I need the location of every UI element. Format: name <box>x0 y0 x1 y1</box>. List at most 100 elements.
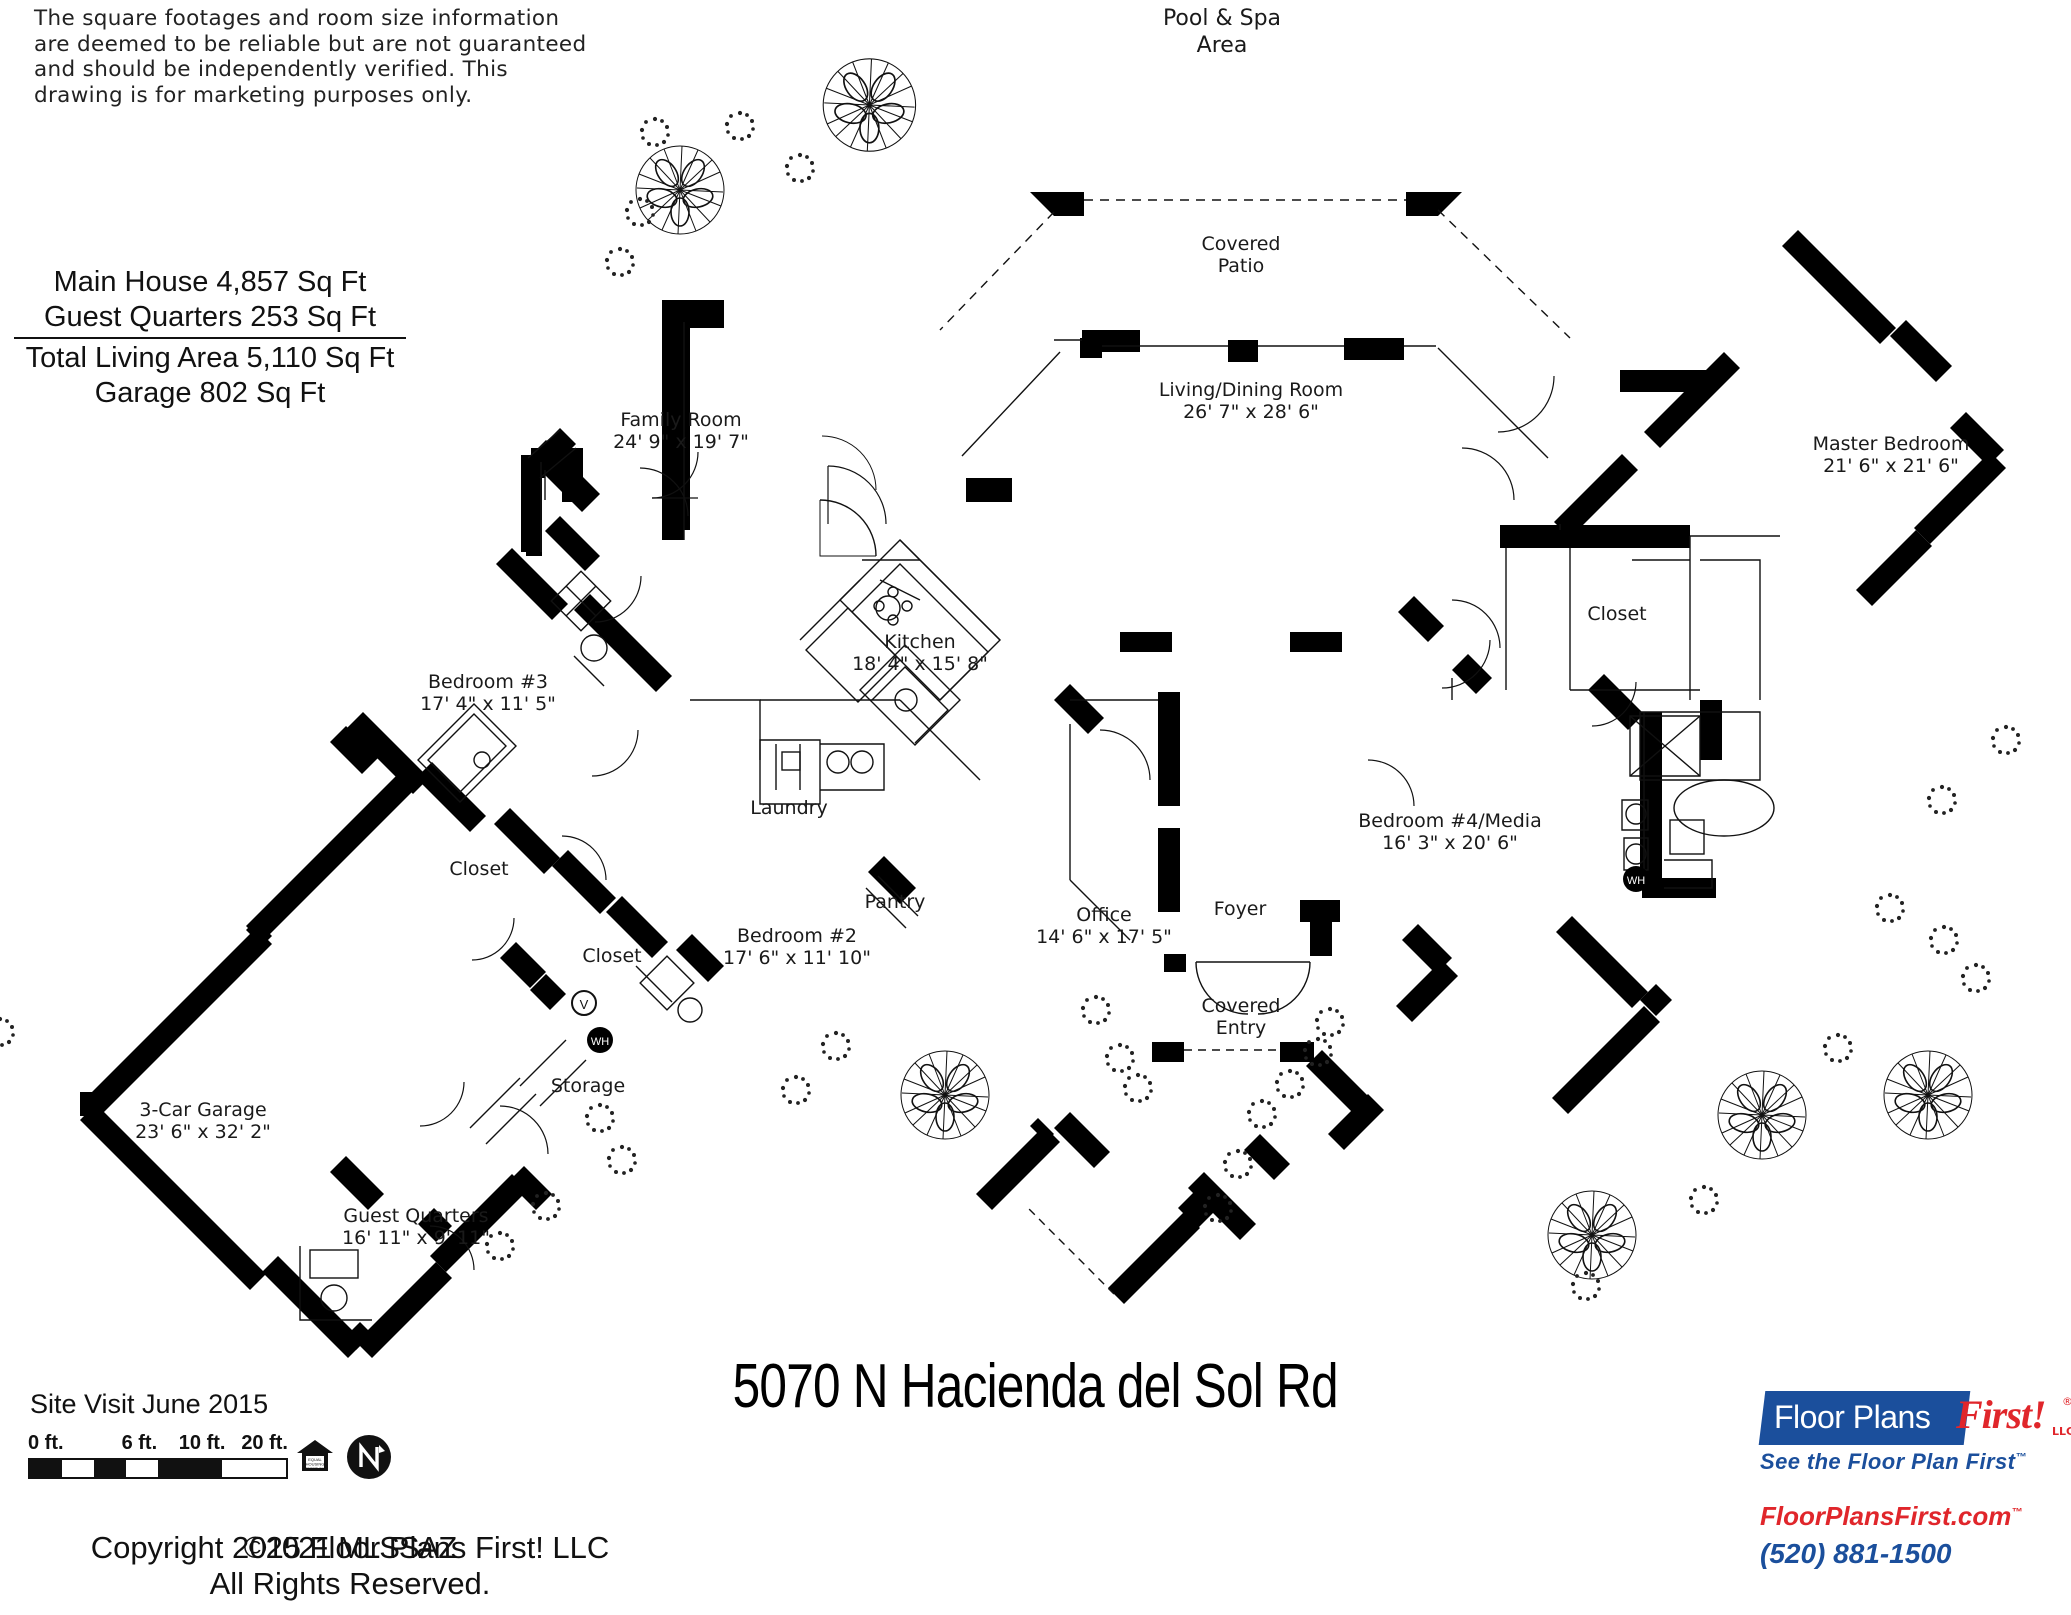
logo-registered-mark: ® <box>2062 1395 2071 1408</box>
wall-poche <box>80 192 2006 1358</box>
room-label-pool_spa-line-0: Pool & Spa <box>1163 6 1281 31</box>
marker-wh-master: WH <box>1623 866 1649 892</box>
copyright-overlay-text: ©2021 MLSSAZ <box>243 1530 457 1565</box>
room-label-master_bedroom-line-1: 21' 6" x 21' 6" <box>1823 455 1959 477</box>
marker-v-label: V <box>580 997 589 1012</box>
logo-phone[interactable]: (520) 881-1500 <box>1760 1538 1952 1569</box>
svg-text:OPPORTUNITY: OPPORTUNITY <box>302 1467 328 1471</box>
disclaimer-line-3: and should be independently verified. Th… <box>34 57 508 82</box>
logo-website-tm: ™ <box>2011 1506 2023 1519</box>
page-title: 5070 N Hacienda del Sol Rd <box>0 1351 2071 1422</box>
scale-bar: 0 ft. 6 ft. 10 ft. 20 ft. <box>28 1432 288 1479</box>
scale-tick-1: 6 ft. <box>121 1432 158 1454</box>
logo-wordmark: Floor Plans First! ® LLC <box>1758 1385 2071 1451</box>
north-arrow-icon <box>347 1435 391 1479</box>
room-label-foyer-line-0: Foyer <box>1214 898 1267 920</box>
room-label-storage-line-0: Storage <box>551 1075 625 1097</box>
room-label-bedroom_2-line-1: 17' 6" x 11' 10" <box>723 947 871 969</box>
room-label-master_closet: Closet <box>1587 603 1646 625</box>
logo-brand-part1: Floor Plans <box>1774 1399 1931 1435</box>
logo-llc-mark: LLC <box>2052 1425 2071 1438</box>
room-label-family_room-line-0: Family Room <box>620 409 741 431</box>
logo-brand-part2: First! <box>1956 1392 2047 1437</box>
summary-garage: Garage 802 Sq Ft <box>94 377 326 409</box>
logo-tagline-text: See the Floor Plan First <box>1760 1449 2016 1474</box>
logo-tagline-tm: ™ <box>2015 1451 2027 1464</box>
room-label-bedroom_3-line-1: 17' 4" x 11' 5" <box>420 693 556 715</box>
disclaimer-text: The square footages and room size inform… <box>34 6 587 108</box>
site-visit-date: Site Visit June 2015 <box>30 1389 269 1419</box>
room-label-living_dining-line-1: 26' 7" x 28' 6" <box>1183 401 1319 423</box>
room-label-bedroom3_closet-line-0: Closet <box>449 858 508 880</box>
scale-tick-2: 10 ft. <box>178 1432 226 1454</box>
scale-tick-3: 20 ft. <box>241 1432 288 1454</box>
room-label-covered_entry-line-0: Covered <box>1202 995 1281 1017</box>
room-label-bedroom_2: Bedroom #217' 6" x 11' 10" <box>723 925 871 969</box>
disclaimer-line-4: drawing is for marketing purposes only. <box>34 82 473 108</box>
room-label-pantry: Pantry <box>865 891 926 913</box>
logo-tagline: See the Floor Plan First™ <box>1760 1449 2060 1475</box>
disclaimer-line-2: are deemed to be reliable but are not gu… <box>34 31 587 57</box>
marker-wh-hall: WH <box>587 1027 613 1053</box>
logo-website[interactable]: FloorPlansFirst.com™ <box>1760 1501 2060 1532</box>
room-label-bedroom3_closet: Closet <box>449 858 508 880</box>
svg-text:HOUSING: HOUSING <box>306 1462 325 1467</box>
room-label-bedroom_3-line-0: Bedroom #3 <box>428 671 548 693</box>
room-label-office-line-0: Office <box>1076 904 1131 926</box>
room-label-storage: Storage <box>551 1075 625 1097</box>
scale-tick-0: 0 ft. <box>28 1432 64 1454</box>
summary-main-house: Main House 4,857 Sq Ft <box>53 266 367 298</box>
room-label-guest_quarters-line-1: 16' 11" x 9' 11" <box>342 1227 490 1249</box>
room-labels: Pool & SpaAreaCoveredPatioLiving/Dining … <box>135 6 1969 1249</box>
summary-divider <box>14 337 406 339</box>
copyright-line-2: All Rights Reserved. <box>209 1566 491 1601</box>
room-label-garage-line-0: 3-Car Garage <box>139 1099 266 1121</box>
disclaimer-line-1: The square footages and room size inform… <box>34 6 560 31</box>
marker-wh-label: WH <box>1627 875 1645 887</box>
room-label-family_room-line-1: 24' 9" x 19' 7" <box>613 431 749 453</box>
room-label-pool_spa-line-1: Area <box>1197 33 1248 58</box>
marker-v-hall: V <box>571 990 597 1016</box>
interior-linework <box>299 199 1780 1321</box>
room-label-office-line-1: 14' 6" x 17' 5" <box>1036 926 1172 948</box>
room-label-master_bedroom-line-0: Master Bedroom <box>1813 433 1970 455</box>
marker-wh2-label: WH <box>591 1036 609 1048</box>
room-label-living_dining-line-0: Living/Dining Room <box>1159 379 1343 401</box>
room-label-covered_entry-line-1: Entry <box>1216 1017 1267 1039</box>
room-label-covered_patio-line-0: Covered <box>1202 233 1281 255</box>
room-label-covered_patio-line-1: Patio <box>1218 255 1265 277</box>
equal-housing-opportunity-icon: EQUAL HOUSING OPPORTUNITY <box>297 1440 333 1471</box>
room-label-pantry-line-0: Pantry <box>865 891 926 913</box>
room-label-master_closet-line-0: Closet <box>1587 603 1646 625</box>
room-label-bedroom_4-line-0: Bedroom #4/Media <box>1358 810 1541 832</box>
room-label-bedroom2_closet: Closet <box>582 945 641 967</box>
door-swings <box>419 375 1637 1271</box>
room-label-bedroom_2-line-0: Bedroom #2 <box>737 925 857 947</box>
summary-total-living-area: Total Living Area 5,110 Sq Ft <box>25 342 395 374</box>
svg-text:EQUAL: EQUAL <box>308 1457 322 1462</box>
room-label-bedroom_4-line-1: 16' 3" x 20' 6" <box>1382 832 1518 854</box>
floor-plans-first-logo[interactable]: Floor Plans First! ® LLC See the Floor P… <box>1758 1385 2071 1570</box>
square-footage-summary: Main House 4,857 Sq Ft Guest Quarters 25… <box>0 265 420 411</box>
room-label-foyer: Foyer <box>1214 898 1267 920</box>
room-label-bedroom2_closet-line-0: Closet <box>582 945 641 967</box>
landscape-trees <box>635 57 1973 1280</box>
copyright-line-1: Copyright 2015 Floor Plans First! LLC <box>90 1530 610 1565</box>
room-label-guest_quarters-line-0: Guest Quarters <box>343 1205 488 1227</box>
summary-guest-quarters: Guest Quarters 253 Sq Ft <box>43 301 377 333</box>
fixture-markers: WH WH V <box>571 866 1649 1053</box>
room-label-bedroom_3: Bedroom #317' 4" x 11' 5" <box>420 671 556 715</box>
room-label-kitchen-line-0: Kitchen <box>884 631 955 653</box>
address-text: 5070 N Hacienda del Sol Rd <box>732 1352 1339 1421</box>
